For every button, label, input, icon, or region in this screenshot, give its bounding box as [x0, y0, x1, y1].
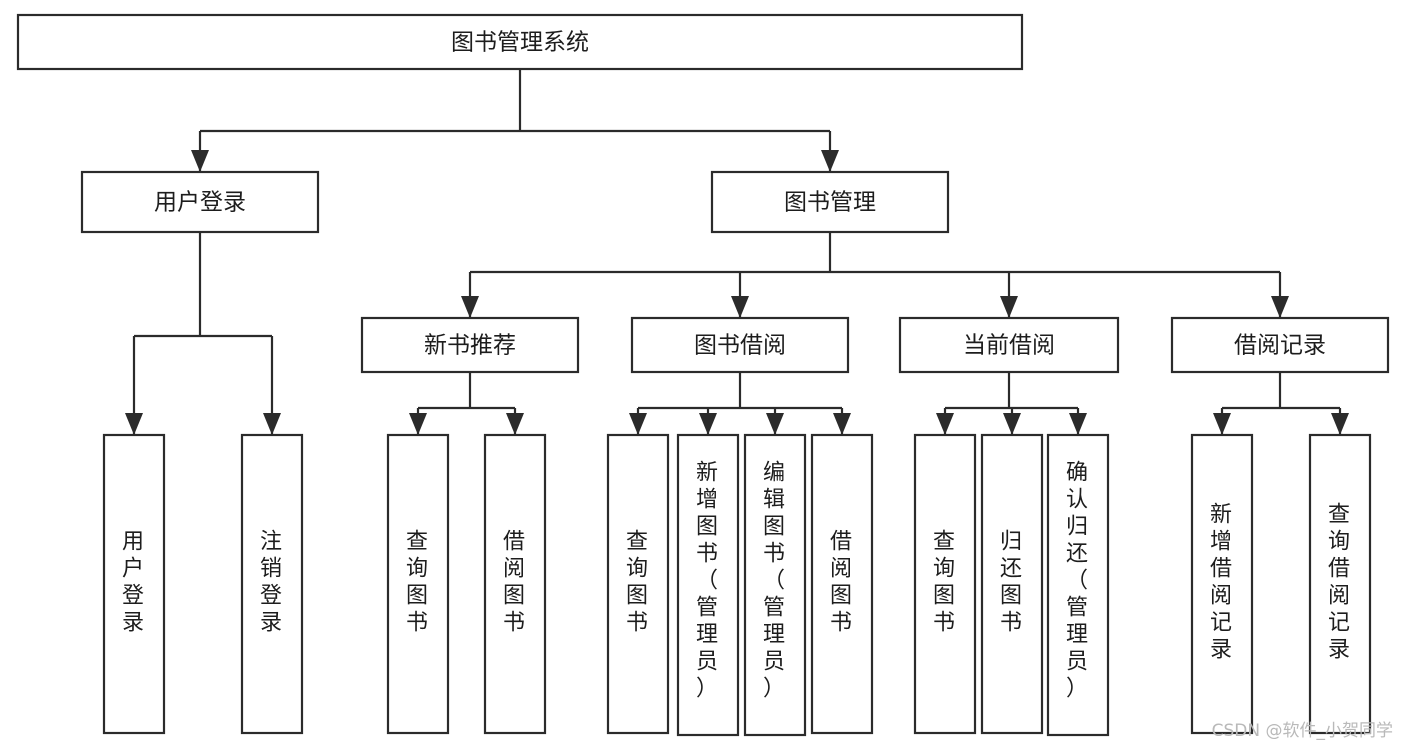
leaf-borrow-book-1[interactable]: 借阅图书	[483, 433, 547, 735]
arrow-head-icon	[766, 413, 784, 435]
leaf-add-book-admin-label: 新增图书（管理员）	[696, 461, 720, 702]
leaf-query-borrow-record-label: 查询借阅记录	[1328, 503, 1352, 663]
connector-layer	[125, 69, 1349, 435]
leaf-return-book[interactable]: 归还图书	[980, 433, 1044, 735]
leaf-borrow-book-1-label: 借阅图书	[503, 530, 527, 636]
leaf-add-book-admin[interactable]: 新增图书（管理员）	[676, 433, 740, 737]
leaf-query-book-3-label: 查询图书	[933, 530, 957, 636]
arrow-head-icon	[833, 413, 851, 435]
node-user-login-label: 用户登录	[154, 190, 246, 216]
arrow-head-icon	[506, 413, 524, 435]
arrow-head-icon	[409, 413, 427, 435]
node-user-login-box[interactable]	[80, 170, 320, 234]
leaf-query-book-3[interactable]: 查询图书	[913, 433, 977, 735]
leaf-add-borrow-record-box[interactable]	[1190, 433, 1254, 735]
leaf-borrow-book-2-label: 借阅图书	[830, 530, 854, 636]
leaf-add-book-admin-box[interactable]	[676, 433, 740, 737]
arrow-head-icon	[1069, 413, 1087, 435]
leaf-confirm-return-admin-box[interactable]	[1046, 433, 1110, 737]
node-user-login[interactable]: 用户登录	[80, 170, 320, 234]
node-book-borrowing-box[interactable]	[630, 316, 850, 374]
node-book-borrowing-label: 图书借阅	[694, 333, 786, 359]
leaf-logout-label: 注销登录	[260, 530, 284, 636]
leaf-user-login-box[interactable]	[102, 433, 166, 735]
node-book-management-label: 图书管理	[784, 190, 876, 216]
arrow-head-icon	[263, 413, 281, 435]
leaf-query-book-2-label: 查询图书	[626, 530, 650, 636]
leaf-borrow-book-2-box[interactable]	[810, 433, 874, 735]
leaf-query-book-1-label: 查询图书	[406, 530, 430, 636]
leaf-query-book-2-box[interactable]	[606, 433, 670, 735]
arrow-head-icon	[1271, 296, 1289, 318]
arrow-head-icon	[191, 150, 209, 172]
leaf-return-book-label: 归还图书	[1000, 530, 1024, 636]
node-book-management[interactable]: 图书管理	[710, 170, 950, 234]
leaf-edit-book-admin[interactable]: 编辑图书（管理员）	[743, 433, 807, 737]
node-root-label: 图书管理系统	[451, 30, 589, 56]
leaf-query-borrow-record-box[interactable]	[1308, 433, 1372, 735]
leaf-confirm-return-admin[interactable]: 确认归还（管理员）	[1046, 433, 1110, 737]
leaf-edit-book-admin-label: 编辑图书（管理员）	[763, 461, 787, 702]
node-borrowing-record-box[interactable]	[1170, 316, 1390, 374]
node-new-book-recommendation-box[interactable]	[360, 316, 580, 374]
node-new-book-recommendation[interactable]: 新书推荐	[360, 316, 580, 374]
leaf-add-borrow-record[interactable]: 新增借阅记录	[1190, 433, 1254, 735]
node-root-box[interactable]	[16, 13, 1024, 71]
node-book-borrowing[interactable]: 图书借阅	[630, 316, 850, 374]
arrow-head-icon	[629, 413, 647, 435]
leaf-logout[interactable]: 注销登录	[240, 433, 304, 735]
leaf-query-borrow-record[interactable]: 查询借阅记录	[1308, 433, 1372, 735]
node-current-borrowing[interactable]: 当前借阅	[898, 316, 1120, 374]
node-current-borrowing-label: 当前借阅	[963, 333, 1055, 359]
leaf-logout-box[interactable]	[240, 433, 304, 735]
arrow-head-icon	[1331, 413, 1349, 435]
leaf-edit-book-admin-box[interactable]	[743, 433, 807, 737]
leaf-confirm-return-admin-label: 确认归还（管理员）	[1066, 461, 1090, 702]
arrow-head-icon	[821, 150, 839, 172]
arrow-head-icon	[461, 296, 479, 318]
leaf-return-book-box[interactable]	[980, 433, 1044, 735]
node-borrowing-record-label: 借阅记录	[1234, 333, 1326, 359]
node-new-book-recommendation-label: 新书推荐	[424, 333, 516, 359]
node-root[interactable]: 图书管理系统	[16, 13, 1024, 71]
arrow-head-icon	[936, 413, 954, 435]
leaf-query-book-3-box[interactable]	[913, 433, 977, 735]
leaf-user-login-label: 用户登录	[122, 530, 146, 636]
leaf-add-borrow-record-label: 新增借阅记录	[1210, 503, 1234, 663]
arrow-head-icon	[125, 413, 143, 435]
leaf-user-login[interactable]: 用户登录	[102, 433, 166, 735]
leaf-query-book-1[interactable]: 查询图书	[386, 433, 450, 735]
arrow-head-icon	[731, 296, 749, 318]
node-borrowing-record[interactable]: 借阅记录	[1170, 316, 1390, 374]
arrow-head-icon	[699, 413, 717, 435]
arrow-head-icon	[1000, 296, 1018, 318]
arrow-head-icon	[1213, 413, 1231, 435]
leaf-borrow-book-2[interactable]: 借阅图书	[810, 433, 874, 735]
node-layer: 图书管理系统 用户登录 图书管理 新书推荐 图书借阅 当前借阅	[16, 13, 1390, 737]
leaf-query-book-2[interactable]: 查询图书	[606, 433, 670, 735]
leaf-query-book-1-box[interactable]	[386, 433, 450, 735]
node-book-management-box[interactable]	[710, 170, 950, 234]
leaf-borrow-book-1-box[interactable]	[483, 433, 547, 735]
arrow-head-icon	[1003, 413, 1021, 435]
node-current-borrowing-box[interactable]	[898, 316, 1120, 374]
